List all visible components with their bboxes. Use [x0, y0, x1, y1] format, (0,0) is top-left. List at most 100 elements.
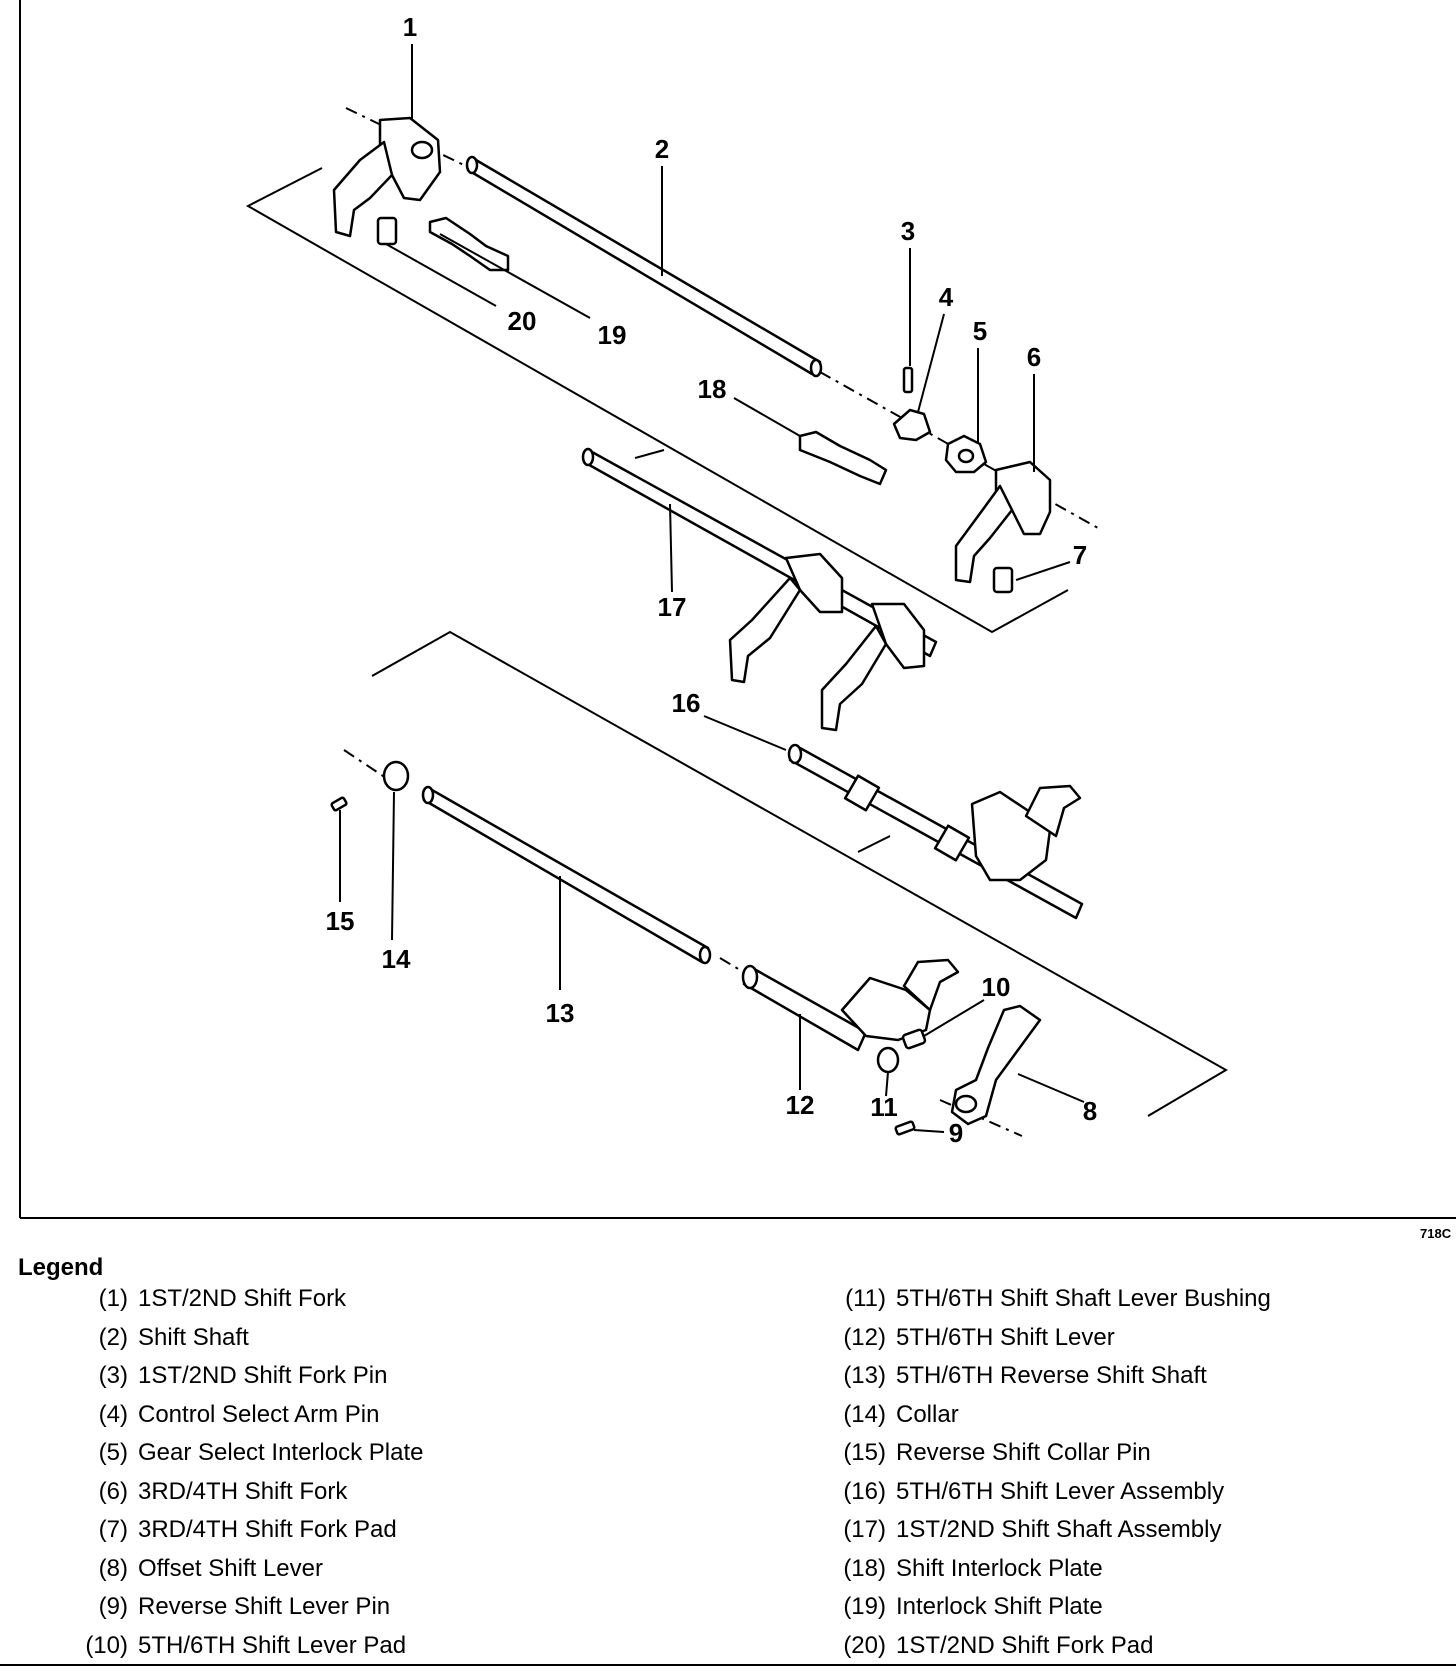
callout-14: 14 [382, 944, 411, 974]
legend-item-label: Reverse Shift Collar Pin [896, 1439, 1151, 1467]
callout-13: 13 [546, 998, 575, 1028]
callout-15: 15 [326, 906, 355, 936]
part-14-collar [382, 760, 410, 792]
legend-item-label: 1ST/2ND Shift Shaft Assembly [896, 1516, 1222, 1544]
legend-item-label: 1ST/2ND Shift Fork [138, 1285, 347, 1313]
part-17-shift-shaft-assembly [581, 447, 938, 732]
legend-item-number: (5) [98, 1439, 128, 1467]
legend-item: (18) Shift Interlock Plate [822, 1550, 1271, 1589]
exploded-view-diagram: 1 2 3 4 5 6 7 8 9 10 11 12 13 14 15 16 1… [19, 0, 1456, 1240]
legend-item-label: 1ST/2ND Shift Fork Pin [138, 1362, 388, 1390]
legend-item: (11) 5TH/6TH Shift Shaft Lever Bushing [822, 1280, 1271, 1319]
part-10-lever-pad [901, 1028, 927, 1050]
legend-item-label: 3RD/4TH Shift Fork [138, 1477, 348, 1505]
part-13-reverse-shift-shaft [421, 785, 712, 965]
callout-8: 8 [1083, 1096, 1097, 1126]
legend-item-number: (19) [843, 1593, 886, 1621]
legend-item-number: (18) [843, 1554, 886, 1582]
legend-item-label: Gear Select Interlock Plate [138, 1439, 424, 1467]
callout-19: 19 [598, 320, 627, 350]
legend-item-label: Offset Shift Lever [138, 1554, 323, 1582]
legend-item-label: Shift Interlock Plate [896, 1554, 1103, 1582]
legend-item-number: (20) [843, 1631, 886, 1659]
callout-labels: 1 2 3 4 5 6 7 8 9 10 11 12 13 14 15 16 1… [326, 12, 1452, 1240]
upper-assembly-bracket [245, 167, 1069, 634]
legend-item-label: 5TH/6TH Shift Lever Assembly [896, 1477, 1225, 1505]
legend-item-label: Interlock Shift Plate [896, 1593, 1103, 1621]
legend-item-number: (14) [843, 1400, 886, 1428]
diagram-frame [19, 0, 1456, 1219]
legend-item-number: (12) [843, 1323, 886, 1351]
legend-item-label: Control Select Arm Pin [138, 1400, 380, 1428]
legend-item-label: 3RD/4TH Shift Fork Pad [138, 1516, 397, 1544]
legend-item-label: 5TH/6TH Reverse Shift Shaft [896, 1362, 1207, 1390]
legend-title: Legend [18, 1254, 104, 1281]
callout-5: 5 [973, 316, 987, 346]
legend-item: (17) 1ST/2ND Shift Shaft Assembly [822, 1511, 1271, 1550]
legend-item-number: (6) [98, 1477, 128, 1505]
legend-item: (6) 3RD/4TH Shift Fork [64, 1473, 423, 1512]
legend-item-number: (11) [845, 1285, 886, 1313]
legend-item-number: (4) [98, 1400, 128, 1428]
legend-item: (1) 1ST/2ND Shift Fork [64, 1280, 423, 1319]
part-6-shift-fork [954, 460, 1052, 584]
legend-item-number: (17) [843, 1516, 886, 1544]
legend-item: (8) Offset Shift Lever [64, 1550, 423, 1589]
legend-item: (13) 5TH/6TH Reverse Shift Shaft [822, 1357, 1271, 1396]
legend-item-number: (9) [98, 1593, 128, 1621]
legend-item: (3) 1ST/2ND Shift Fork Pin [64, 1357, 423, 1396]
legend-item-number: (1) [98, 1285, 128, 1313]
callout-9: 9 [949, 1118, 963, 1148]
legend-item: (15) Reverse Shift Collar Pin [822, 1434, 1271, 1473]
legend-item-label: Shift Shaft [138, 1323, 249, 1351]
part-19-interlock-shift-plate [428, 216, 510, 272]
part-12-shift-lever [741, 958, 960, 1052]
part-4-control-select-arm-pin [892, 408, 932, 442]
legend-item-number: (8) [98, 1554, 128, 1582]
callout-7: 7 [1073, 540, 1087, 570]
legend-item-number: (15) [843, 1439, 886, 1467]
legend-item-number: (3) [98, 1362, 128, 1390]
legend-item: (12) 5TH/6TH Shift Lever [822, 1319, 1271, 1358]
legend-item: (4) Control Select Arm Pin [64, 1396, 423, 1435]
callout-10: 10 [982, 972, 1011, 1002]
legend-item-label: 5TH/6TH Shift Lever Pad [138, 1631, 407, 1659]
legend-item: (9) Reverse Shift Lever Pin [64, 1588, 423, 1627]
legend-item-number: (13) [843, 1362, 886, 1390]
part-16-shift-lever-assembly [787, 743, 1084, 920]
legend-item: (19) Interlock Shift Plate [822, 1588, 1271, 1627]
legend-item-label: 5TH/6TH Shift Shaft Lever Bushing [896, 1285, 1271, 1313]
legend-column-right: (11) 5TH/6TH Shift Shaft Lever Bushing (12… [822, 1280, 1271, 1665]
legend-item-number: (10) [85, 1631, 128, 1659]
figure-id: 718C [1420, 1226, 1452, 1240]
callout-16: 16 [672, 688, 701, 718]
callout-17: 17 [658, 592, 687, 622]
part-3-fork-pin [902, 366, 914, 394]
part-9-reverse-shift-lever-pin [894, 1120, 916, 1136]
legend-item-label: 5TH/6TH Shift Lever [896, 1323, 1115, 1351]
part-20-fork-pad [376, 216, 398, 246]
legend-item: (10) 5TH/6TH Shift Lever Pad [64, 1627, 423, 1666]
lower-assembly-bracket [371, 630, 1229, 1117]
part-1-shift-fork [332, 116, 442, 238]
leader-lines [339, 44, 1085, 1133]
part-2-shift-shaft [465, 155, 823, 378]
callout-1: 1 [403, 12, 417, 42]
part-18-shift-interlock-plate [798, 430, 888, 486]
callout-18: 18 [698, 374, 727, 404]
legend-item-label: Collar [896, 1400, 959, 1428]
part-5-gear-select-interlock-plate [944, 434, 988, 474]
callout-3: 3 [901, 216, 915, 246]
legend-item: (20) 1ST/2ND Shift Fork Pad [822, 1627, 1271, 1666]
legend-item: (14) Collar [822, 1396, 1271, 1435]
legend-item-number: (16) [843, 1477, 886, 1505]
legend-item-label: Reverse Shift Lever Pin [138, 1593, 391, 1621]
legend-item-label: 1ST/2ND Shift Fork Pad [896, 1631, 1154, 1659]
callout-11: 11 [870, 1092, 898, 1122]
part-11-bushing [876, 1046, 900, 1074]
callout-2: 2 [655, 134, 669, 164]
callout-4: 4 [939, 282, 954, 312]
part-7-fork-pad [992, 566, 1014, 594]
bottom-rule [0, 1664, 1456, 1666]
legend-item: (2)Shift Shaft [64, 1319, 423, 1358]
